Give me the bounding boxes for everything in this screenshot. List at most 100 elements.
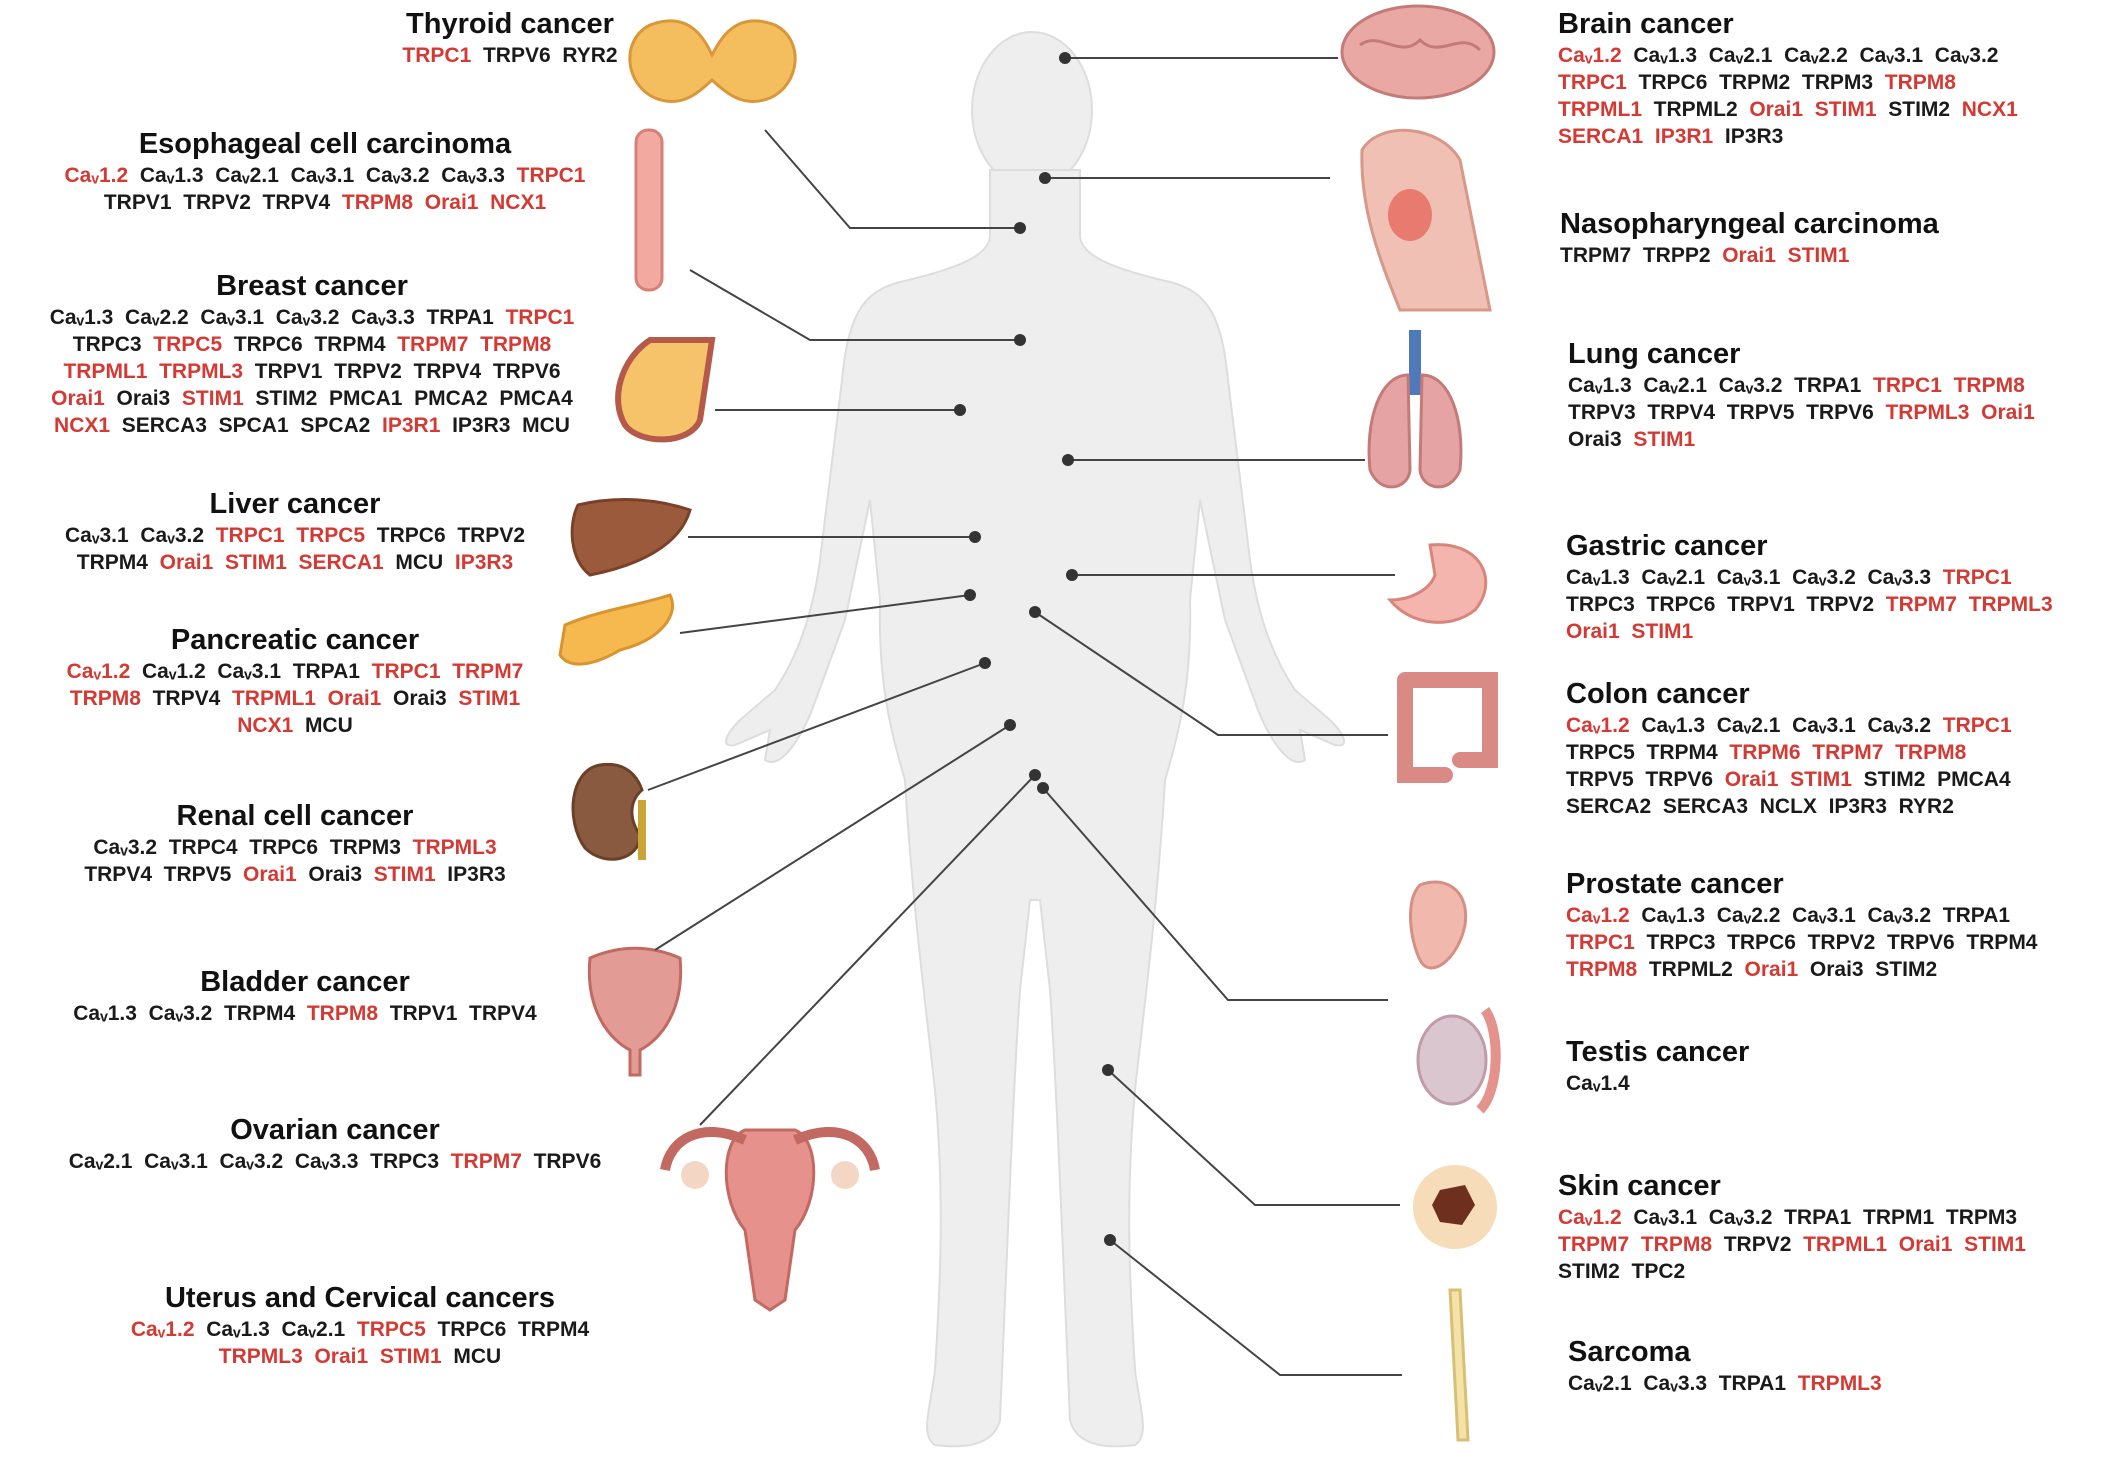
block-thyroid: Thyroid cancer TRPC1 TRPV6 RYR2 <box>350 6 670 69</box>
channel-name: TRPV2 <box>1723 1233 1792 1256</box>
cancer-title: Brain cancer <box>1558 8 1734 40</box>
channel-line: Caᵥ1.4 <box>1566 1070 1966 1097</box>
channel-name: Caᵥ1.2 <box>130 1318 195 1341</box>
channel-name: TRPC1 <box>1942 566 2012 589</box>
block-uterus: Uterus and Cervical cancers Caᵥ1.2 Caᵥ1.… <box>60 1280 660 1370</box>
channel-name: NCX1 <box>54 414 111 437</box>
channel-name: TRPM8 <box>1566 958 1638 981</box>
channel-name: TRPV6 <box>1806 401 1874 424</box>
channel-name: TRPC5 <box>1566 741 1635 764</box>
channel-name: TRPC1 <box>516 164 586 187</box>
channel-name: TRPM6 <box>1729 741 1801 764</box>
channel-name: Caᵥ3.1 <box>144 1150 208 1173</box>
channel-name: TRPV6 <box>482 44 551 67</box>
head-cross-section-icon <box>1360 128 1492 312</box>
channel-name: TRPM3 <box>329 836 401 859</box>
cancer-title: Prostate cancer <box>1566 868 1784 900</box>
channel-line: Caᵥ3.1 Caᵥ3.2 TRPC1 TRPC5 TRPC6 TRPV2 <box>25 522 565 549</box>
leader-lines <box>647 57 1402 1376</box>
channel-name: Orai3 <box>116 387 171 410</box>
channel-line: Orai1 Orai3 STIM1 STIM2 PMCA1 PMCA2 PMCA… <box>2 385 622 412</box>
channel-name: Caᵥ3.3 <box>441 164 505 187</box>
block-skin: Skin cancer Caᵥ1.2 Caᵥ3.1 Caᵥ3.2 TRPA1 T… <box>1558 1168 2098 1285</box>
channel-name: Orai1 <box>159 551 214 574</box>
channel-name: STIM2 <box>1863 768 1926 791</box>
channel-name: TRPM7 <box>397 333 469 356</box>
channel-name: Caᵥ1.2 <box>64 164 129 187</box>
channel-line: TRPM7 TRPM8 TRPV2 TRPML1 Orai1 STIM1 <box>1558 1231 2098 1258</box>
channel-name: PMCA1 <box>328 387 403 410</box>
channel-line: TRPC3 TRPC5 TRPC6 TRPM4 TRPM7 TRPM8 <box>2 331 622 358</box>
channel-name: TRPC1 <box>371 660 441 683</box>
channel-name: TRPC5 <box>296 524 366 547</box>
channel-name: MCU <box>453 1345 502 1368</box>
channel-name: TRPML1 <box>1803 1233 1888 1256</box>
channel-name: TRPA1 <box>1794 374 1862 397</box>
channel-name: Caᵥ3.1 <box>1633 1206 1698 1229</box>
bladder-icon <box>587 946 683 1077</box>
channel-name: Orai1 <box>1722 244 1776 267</box>
leader-dots <box>954 52 1116 1246</box>
channel-name: Caᵥ3.1 <box>1792 714 1856 737</box>
channel-name: TRPC1 <box>1942 714 2012 737</box>
uterus-icon <box>660 1126 880 1312</box>
channel-name: TPC2 <box>1631 1260 1686 1283</box>
channel-name: Caᵥ3.2 <box>93 836 158 859</box>
kidney-icon <box>571 762 646 861</box>
channel-name: TRPC1 <box>1566 931 1635 954</box>
channel-line: Caᵥ1.3 Caᵥ2.1 Caᵥ3.1 Caᵥ3.2 Caᵥ3.3 TRPC1 <box>1566 564 2096 591</box>
channel-line: TRPM8 TRPML2 Orai1 Orai3 STIM2 <box>1566 956 2106 983</box>
channel-name: TRPC6 <box>1727 931 1796 954</box>
block-bladder: Bladder cancer Caᵥ1.3 Caᵥ3.2 TRPM4 TRPM8… <box>25 964 585 1027</box>
cancer-title: Breast cancer <box>216 270 408 302</box>
channel-name: TRPM8 <box>341 191 414 214</box>
block-gastric: Gastric cancer Caᵥ1.3 Caᵥ2.1 Caᵥ3.1 Caᵥ3… <box>1566 528 2096 645</box>
channel-name: TRPM3 <box>1945 1206 2018 1229</box>
channel-name: TRPM4 <box>314 333 386 356</box>
channel-name: NCX1 <box>1961 98 2018 121</box>
channel-name: STIM1 <box>1787 244 1850 267</box>
channel-name: Orai1 <box>243 863 297 886</box>
channel-list: Caᵥ1.4 <box>1566 1070 1966 1097</box>
channel-name: TRPC1 <box>1558 71 1627 94</box>
bone-icon <box>1448 1288 1470 1442</box>
block-brain: Brain cancer Caᵥ1.2 Caᵥ1.3 Caᵥ2.1 Caᵥ2.2… <box>1558 6 2098 150</box>
channel-name: TRPC3 <box>72 333 142 356</box>
channel-name: Caᵥ1.3 <box>1641 714 1706 737</box>
cancer-title: Testis cancer <box>1566 1036 1750 1068</box>
channel-name: TRPML2 <box>1648 958 1733 981</box>
channel-name: Caᵥ1.3 <box>1641 904 1706 927</box>
channel-name: Caᵥ2.1 <box>1708 44 1773 67</box>
block-esophageal: Esophageal cell carcinoma Caᵥ1.2 Caᵥ1.3 … <box>25 126 625 216</box>
channel-name: TRPM8 <box>1953 374 2025 397</box>
channel-line: Orai1 STIM1 <box>1566 618 2096 645</box>
channel-name: SERCA3 <box>1662 795 1749 818</box>
channel-line: TRPC3 TRPC6 TRPV1 TRPV2 TRPM7 TRPML3 <box>1566 591 2096 618</box>
channel-name: TRPV4 <box>1647 401 1716 424</box>
channel-name: STIM1 <box>458 687 521 710</box>
channel-name: TRPV2 <box>1807 931 1876 954</box>
channel-line: Caᵥ1.2 Caᵥ1.3 Caᵥ2.1 Caᵥ3.1 Caᵥ3.2 TRPC1 <box>1566 712 2096 739</box>
channel-name: MCU <box>522 414 570 437</box>
channel-name: STIM1 <box>181 387 244 410</box>
channel-name: Caᵥ3.2 <box>1718 374 1783 397</box>
channel-line: TRPM7 TRPP2 Orai1 STIM1 <box>1560 242 2100 269</box>
channel-name: TRPML3 <box>412 836 497 859</box>
channel-name: SPCA1 <box>218 414 289 437</box>
channel-name: Orai1 <box>1981 401 2035 424</box>
channel-name: TRPC5 <box>153 333 223 356</box>
channel-name: Caᵥ3.3 <box>294 1150 359 1173</box>
testis-icon <box>1416 1007 1501 1114</box>
cancer-title: Lung cancer <box>1568 338 1741 370</box>
skin-icon <box>1413 1165 1497 1249</box>
channel-name: TRPM4 <box>1646 741 1718 764</box>
channel-name: TRPC6 <box>437 1318 507 1341</box>
channel-line: NCX1 SERCA3 SPCA1 SPCA2 IP3R1 IP3R3 MCU <box>2 412 622 439</box>
channel-name: TRPA1 <box>1942 904 2011 927</box>
channel-name: TRPV1 <box>389 1002 458 1025</box>
channel-name: TRPA1 <box>292 660 360 683</box>
pancreas-icon <box>558 593 674 666</box>
channel-name: TRPV1 <box>254 360 323 383</box>
